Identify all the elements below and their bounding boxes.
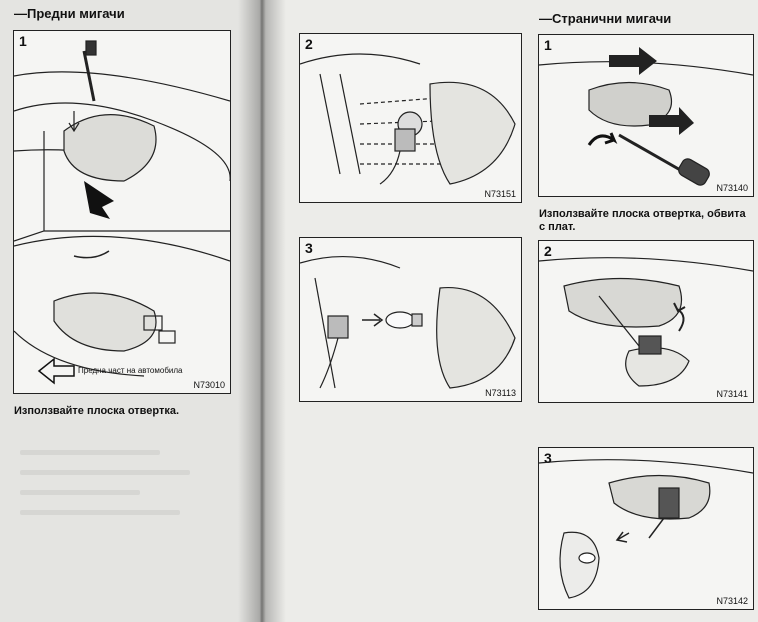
figure-number: 2 bbox=[305, 36, 313, 52]
figure-number: 2 bbox=[544, 243, 552, 259]
side-signal-caption: Използвайте плоска отвертка, обвита с пл… bbox=[539, 208, 746, 233]
figure-code: N73142 bbox=[716, 596, 748, 606]
figure-code: N73141 bbox=[716, 389, 748, 399]
side-bulb-removal-illustration bbox=[539, 459, 753, 599]
side-signal-pry-illustration bbox=[539, 47, 753, 186]
side-socket-twist-illustration bbox=[539, 257, 753, 387]
right-page: 2 N73151 3 bbox=[262, 0, 758, 622]
front-signal-illustration bbox=[14, 40, 230, 385]
faint-text bbox=[20, 450, 160, 455]
faint-text bbox=[20, 510, 180, 515]
figure-code: N73140 bbox=[716, 183, 748, 193]
figure-code: N73010 bbox=[193, 380, 225, 390]
figure-code: N73113 bbox=[485, 388, 516, 398]
side-figure-1: 1 N73140 bbox=[538, 34, 754, 197]
bulb-removal-illustration bbox=[300, 255, 516, 389]
figure-number: 3 bbox=[544, 450, 552, 466]
side-figure-3: 3 N73142 bbox=[538, 447, 754, 610]
book-gutter bbox=[238, 0, 286, 622]
front-of-vehicle-label: Предна част на автомобила bbox=[78, 366, 183, 375]
mid-figure-3: 3 N73113 bbox=[299, 237, 522, 402]
mid-figure-2: 2 N73151 bbox=[299, 33, 522, 203]
front-turn-signals-heading: —Предни мигачи bbox=[14, 6, 125, 21]
faint-text bbox=[20, 490, 140, 495]
side-turn-signals-heading: —Странични мигачи bbox=[539, 11, 672, 26]
figure-code: N73151 bbox=[484, 189, 516, 199]
front-signal-figure: 1 bbox=[13, 30, 231, 394]
side-figure-2: 2 N73141 bbox=[538, 240, 754, 403]
figure-number: 1 bbox=[544, 37, 552, 53]
front-signal-caption: Използвайте плоска отвертка. bbox=[14, 405, 180, 417]
figure-number: 1 bbox=[19, 33, 27, 49]
figure-number: 3 bbox=[305, 240, 313, 256]
faint-text bbox=[20, 470, 190, 475]
left-page: —Предни мигачи 1 bbox=[0, 0, 262, 622]
bulb-socket-illustration bbox=[300, 53, 516, 185]
